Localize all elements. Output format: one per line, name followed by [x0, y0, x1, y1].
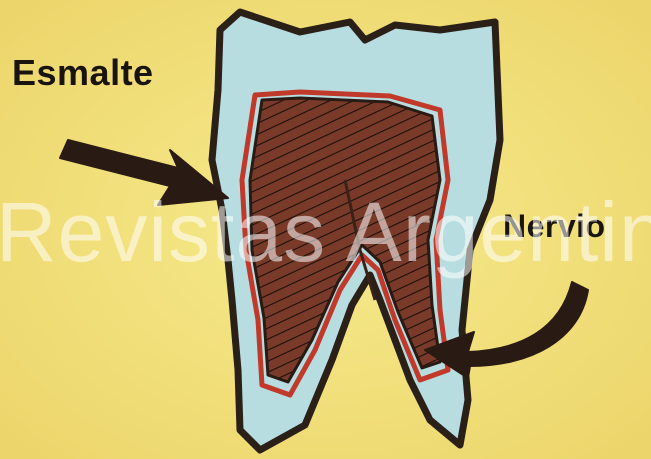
- nerve-label: Nervio: [503, 208, 606, 245]
- enamel-label: Esmalte: [12, 52, 154, 94]
